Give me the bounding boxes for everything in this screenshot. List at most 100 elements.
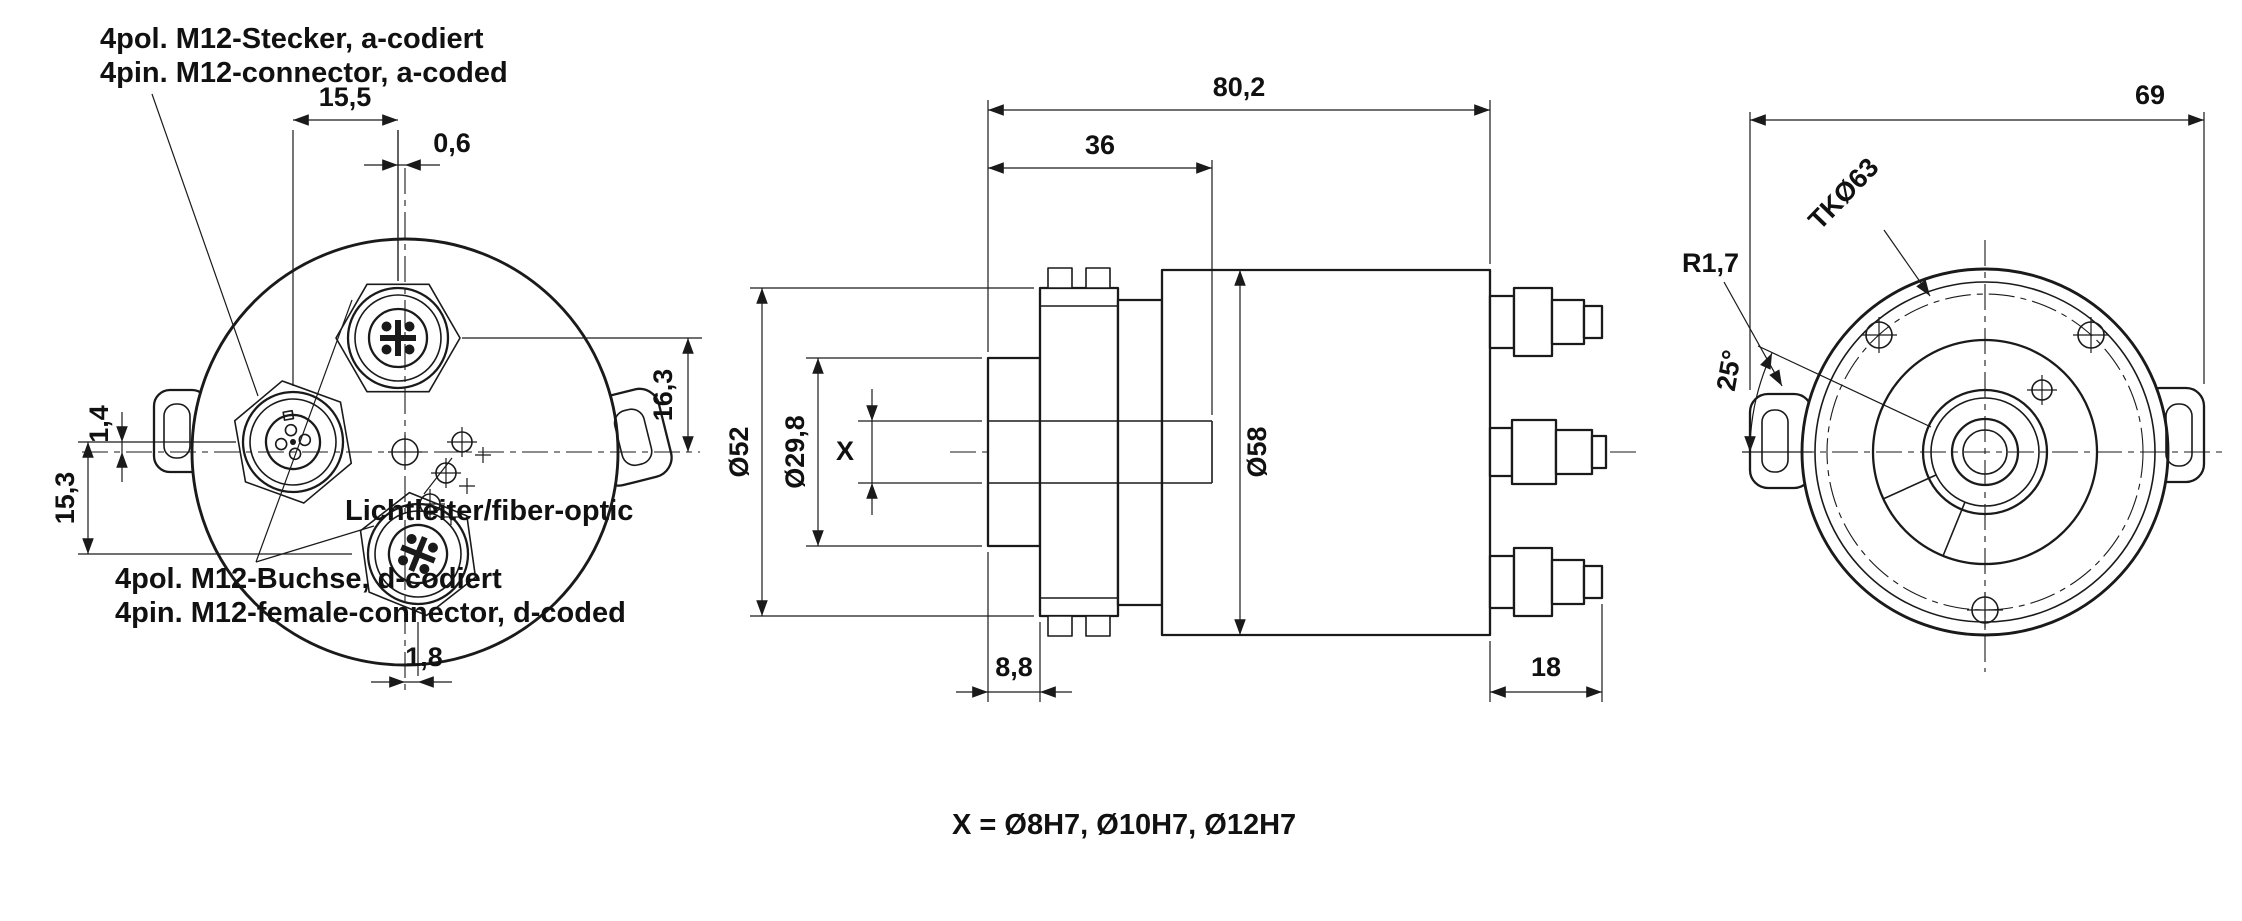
pilot-diameter bbox=[986, 356, 1042, 548]
dim-label-1-4: 1,4 bbox=[84, 405, 114, 443]
label-connector-bottom: 4pol. M12-Buchse, d-codiert 4pin. M12-fe… bbox=[115, 299, 626, 629]
connector-nut bbox=[1512, 546, 1554, 618]
dim-label-16-3: 16,3 bbox=[648, 369, 678, 422]
dim-label-18: 18 bbox=[1531, 652, 1561, 682]
dim-1-8: 1,8 bbox=[371, 622, 452, 688]
dim-label-25: 25° bbox=[1711, 348, 1748, 393]
connector-bottom-label-line2: 4pin. M12-female-connector, d-coded bbox=[115, 597, 626, 629]
connector-base bbox=[1488, 426, 1514, 478]
dim-label-36: 36 bbox=[1085, 130, 1115, 160]
hub-circle-outer bbox=[1921, 388, 2049, 516]
dim-label-x: X bbox=[836, 436, 854, 466]
dim-label-69: 69 bbox=[2135, 80, 2165, 110]
dim-label-d58: Ø58 bbox=[1242, 426, 1272, 477]
dim-18: 18 bbox=[1489, 604, 1603, 702]
leader-line bbox=[1723, 281, 1783, 387]
side-view: 80,2 36 Ø52 Ø29,8 X bbox=[724, 72, 1636, 841]
shaft-bore-circle bbox=[1962, 429, 2008, 475]
connector-tip bbox=[1582, 564, 1604, 600]
bolt-circle-tk63 bbox=[1826, 293, 2144, 611]
dim-69: 69 bbox=[1749, 80, 2205, 390]
connector-tip bbox=[1590, 434, 1608, 470]
dim-angle-25: 25° bbox=[1711, 345, 1932, 453]
dim-80-2: 80,2 bbox=[987, 72, 1491, 352]
neck-section bbox=[1116, 298, 1164, 607]
dim-label-0-6: 0,6 bbox=[433, 128, 471, 158]
connector-side-bottom bbox=[1488, 546, 1604, 618]
tk63-label: TKØ63 bbox=[1803, 152, 1885, 235]
dim-1-4: 1,4 bbox=[78, 405, 236, 482]
clamp-block-bottom-1 bbox=[1047, 615, 1073, 637]
connector-body bbox=[1550, 558, 1586, 606]
dim-x-bore: X bbox=[836, 389, 982, 515]
extension-line bbox=[397, 130, 405, 281]
connector-top-label-line2: 4pin. M12-connector, a-coded bbox=[100, 57, 508, 89]
hub-circle-inner bbox=[1930, 397, 2040, 507]
connector-base bbox=[1488, 294, 1516, 350]
flange-step-lines bbox=[1040, 305, 1118, 599]
rear-view: 69 TKØ63 R1,7 25° bbox=[1682, 80, 2226, 672]
dim-16-3: 16,3 bbox=[462, 337, 702, 452]
extension-lines bbox=[750, 287, 1034, 617]
dim-8-8: 8,8 bbox=[956, 552, 1072, 702]
ear-slot-left-front bbox=[163, 403, 191, 459]
dim-15-3: 15,3 bbox=[50, 442, 352, 555]
recess-circle bbox=[1871, 338, 2099, 566]
connector-bottom-label-line1: 4pol. M12-Buchse, d-codiert bbox=[115, 563, 502, 595]
dim-label-15-3: 15,3 bbox=[50, 472, 80, 525]
connector-nut bbox=[1512, 286, 1554, 358]
angle-arc bbox=[1744, 352, 1773, 453]
leader-line bbox=[1883, 229, 1931, 297]
label-fiber-optic: Lichtleiter/fiber-optic bbox=[345, 457, 633, 527]
shaft-circle bbox=[1950, 417, 2020, 487]
ear-slot-right-front bbox=[613, 408, 653, 467]
dim-diameter-29-8: Ø29,8 bbox=[780, 357, 982, 547]
clamp-block-bottom-2 bbox=[1085, 615, 1111, 637]
dim-label-d29-8: Ø29,8 bbox=[780, 415, 810, 489]
connector-base bbox=[1488, 554, 1516, 610]
dim-label-1-8: 1,8 bbox=[405, 642, 443, 672]
clamp-block-top-2 bbox=[1085, 267, 1111, 289]
extension-lines bbox=[806, 357, 982, 547]
extension-line bbox=[405, 622, 419, 683]
dim-diameter-58: Ø58 bbox=[1234, 270, 1272, 635]
connector-body bbox=[1554, 428, 1594, 476]
dim-36: 36 bbox=[988, 130, 1213, 415]
connector-body bbox=[1550, 298, 1586, 346]
connector-tip bbox=[1582, 304, 1604, 340]
dim-label-15-5: 15,5 bbox=[319, 82, 372, 112]
leader-lines bbox=[255, 299, 375, 563]
flange bbox=[1038, 286, 1120, 618]
dim-diameter-52: Ø52 bbox=[724, 287, 1034, 617]
front-view: 15,5 0,6 1,4 15,3 16,3 bbox=[50, 23, 702, 695]
extension-lines bbox=[987, 552, 1041, 702]
connector-side-top bbox=[1488, 286, 1604, 358]
sector-cutout bbox=[1882, 474, 1966, 557]
fiber-label-text: Lichtleiter/fiber-optic bbox=[345, 495, 633, 527]
bore-variants-note: X = Ø8H7, Ø10H7, Ø12H7 bbox=[952, 809, 1296, 841]
side-profile bbox=[986, 267, 1492, 637]
label-connector-top: 4pol. M12-Stecker, a-codiert 4pin. M12-c… bbox=[100, 23, 508, 397]
extension-lines bbox=[987, 100, 1491, 352]
extension-lines bbox=[858, 420, 982, 484]
leader-line bbox=[423, 457, 453, 495]
clamp-block-top-1 bbox=[1047, 267, 1073, 289]
hollow-shaft-bore bbox=[988, 420, 1213, 484]
angle-rays bbox=[1742, 345, 1932, 453]
center-screw bbox=[388, 435, 422, 469]
extension-line bbox=[78, 441, 236, 452]
dim-label-d52: Ø52 bbox=[724, 426, 754, 477]
dim-label-8-8: 8,8 bbox=[995, 652, 1033, 682]
main-body bbox=[1160, 268, 1492, 637]
callout-r1-7: R1,7 bbox=[1682, 248, 1783, 387]
extension-lines bbox=[1749, 112, 2205, 390]
ear-slot-right-rear bbox=[2165, 403, 2193, 467]
callout-tk63: TKØ63 bbox=[1803, 152, 1931, 297]
connector-nut bbox=[1510, 418, 1558, 486]
connector-side-middle bbox=[1488, 418, 1608, 486]
dim-0-6: 0,6 bbox=[364, 128, 471, 281]
r1-7-label: R1,7 bbox=[1682, 248, 1739, 278]
connector-top-label-line1: 4pol. M12-Stecker, a-codiert bbox=[100, 23, 484, 55]
leader-line bbox=[151, 93, 259, 397]
